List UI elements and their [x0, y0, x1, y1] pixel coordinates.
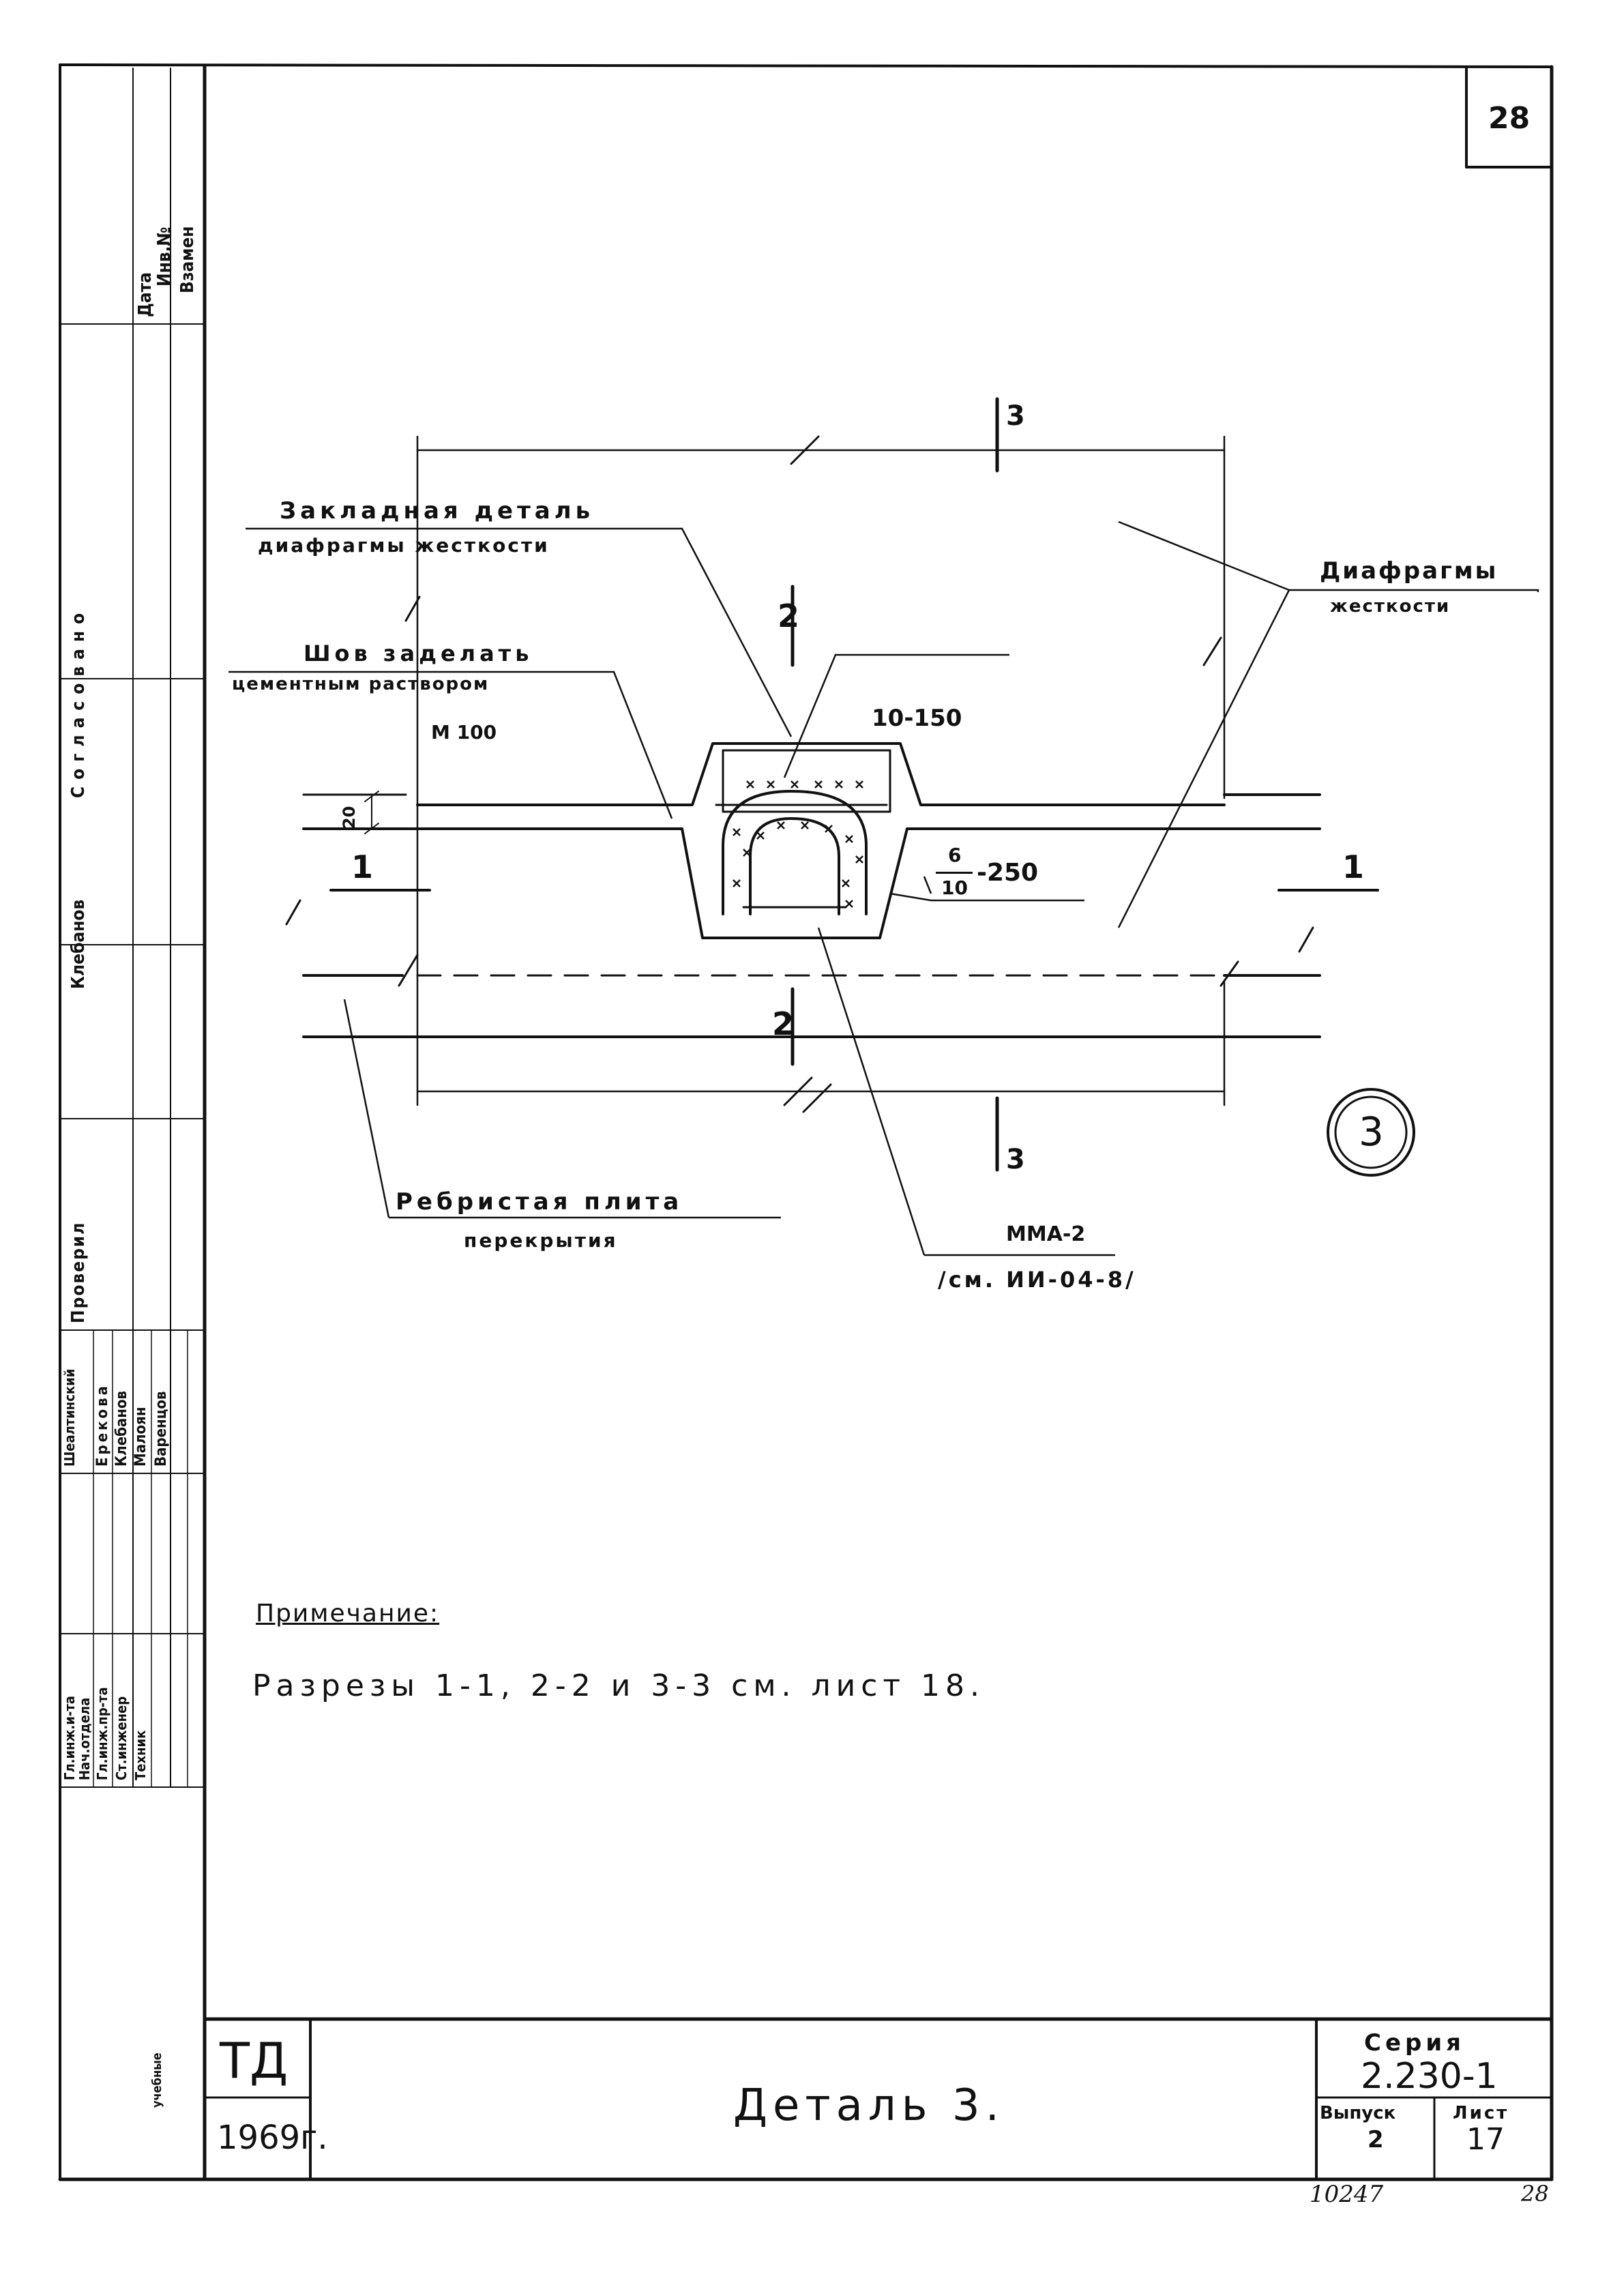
callout-slab-line2: перекрытия	[464, 1229, 618, 1252]
archive-number: 10247	[1310, 2181, 1384, 2208]
callout-seam-line3: М 100	[431, 721, 497, 744]
callout-embedded-part-line1: Закладная деталь	[280, 497, 595, 525]
stamp-role-4: Ст.инженер	[113, 1696, 130, 1780]
stamp-check: Проверил	[68, 1221, 89, 1323]
stamp-study: учебные	[150, 2052, 164, 2108]
callout-diaphragm-line2: жесткости	[1330, 596, 1451, 617]
rebar-mesh-denominator: 10	[941, 877, 968, 899]
series-label: Серия	[1364, 2029, 1466, 2057]
year: 1969г.	[217, 2119, 328, 2157]
section-mark-1-right: 1	[1342, 849, 1365, 885]
series-code: 2.230-1	[1361, 2056, 1498, 2097]
stamp-role-5: Техник	[132, 1730, 149, 1780]
callout-diaphragm-line1: Диафрагмы	[1320, 557, 1498, 585]
stamp-name-2: Ерекова	[94, 1383, 111, 1467]
rebar-mesh-step: -250	[977, 859, 1039, 887]
section-mark-2-top: 2	[778, 598, 800, 634]
callout-slab-line1: Ребристая плита	[396, 1188, 683, 1216]
stamp-role-1: Гл.инж.и-та	[61, 1696, 78, 1780]
stamp-name-4: Малоян	[132, 1407, 149, 1467]
drawing-title: Деталь 3.	[733, 2080, 1005, 2131]
stamp-name-5: Варенцов	[153, 1391, 170, 1467]
stamp-role-2: Нач.отдела	[76, 1697, 93, 1780]
callout-seam-line1: Шов заделать	[304, 641, 533, 666]
fraction-bar	[936, 872, 973, 874]
callout-mesh-line1: ММА-2	[1006, 1222, 1086, 1246]
stamp-role-3: Гл.инж.пр-та	[94, 1687, 110, 1780]
dim-20: 20	[340, 806, 359, 829]
section-mark-1-left: 1	[351, 849, 374, 885]
issue-number: 2	[1368, 2126, 1384, 2153]
section-mark-3-bottom: 3	[1006, 1144, 1025, 1175]
section-mark-3-top: 3	[1006, 400, 1025, 432]
stamp-klebanov: Клебанов	[68, 899, 89, 989]
callout-mesh-line2: /см. ИИ-04-8/	[938, 1267, 1136, 1293]
stamp-name-3: Клебанов	[113, 1390, 130, 1467]
rebar-top-label: 10-150	[872, 705, 962, 732]
stamp-date: Дата	[135, 272, 156, 317]
rebar-mesh-numerator: 6	[948, 844, 962, 866]
note-text: Разрезы 1-1, 2-2 и 3-3 см. лист 18.	[252, 1668, 985, 1703]
sheet-label: Лист	[1453, 2103, 1509, 2123]
org-code: ТД	[220, 2032, 289, 2089]
stamp-replace: Взамен	[177, 226, 198, 293]
sheet-number: 28	[1488, 101, 1531, 136]
callout-embedded-part-line2: диафрагмы жесткости	[258, 534, 550, 557]
page-number: 28	[1521, 2181, 1549, 2207]
sheet-value: 17	[1466, 2122, 1505, 2157]
issue-label: Выпуск	[1320, 2103, 1396, 2123]
stamp-agreed: Согласовано	[68, 606, 89, 798]
callout-seam-line2: цементным раствором	[232, 674, 490, 694]
detail-circle-mark: 3	[1359, 1108, 1384, 1155]
stamp-name-1: Шеалтинский	[61, 1368, 78, 1467]
note-heading: Примечание:	[256, 1600, 440, 1628]
stamp-inv: Инв.№	[154, 226, 175, 286]
section-mark-2-bottom: 2	[772, 1005, 795, 1042]
